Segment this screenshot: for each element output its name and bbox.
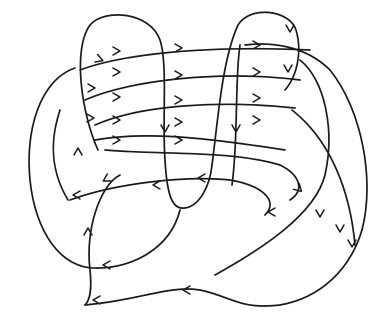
knot-strand-13 [95, 136, 285, 150]
knot-strand-10 [80, 49, 310, 70]
orientation-arrow-icon-29 [348, 240, 356, 247]
orientation-arrows [73, 25, 356, 304]
knot-strand-5 [85, 230, 362, 306]
orientation-arrow-icon-1 [87, 114, 94, 122]
knot-strand-11 [85, 76, 300, 100]
orientation-arrow-icon-15 [113, 93, 120, 101]
knot-strand-17 [232, 45, 240, 185]
knot-strand-6 [245, 44, 367, 230]
orientation-arrow-icon-13 [253, 116, 260, 124]
orientation-arrow-icon-8 [175, 118, 182, 126]
orientation-arrow-icon-12 [253, 94, 260, 102]
knot-strand-16 [53, 110, 68, 200]
orientation-arrow-icon-7 [175, 96, 182, 104]
orientation-arrow-icon-4 [113, 47, 120, 55]
orientation-arrow-icon-31 [93, 296, 100, 304]
orientation-arrow-icon-14 [113, 68, 120, 76]
knot-strand-7 [215, 60, 329, 275]
orientation-arrow-icon-21 [284, 65, 292, 72]
knot-strands [29, 12, 367, 306]
orientation-arrow-icon-34 [74, 148, 82, 155]
orientation-arrow-icon-20 [286, 25, 294, 32]
knot-strand-4 [98, 210, 180, 268]
orientation-arrow-icon-28 [336, 225, 344, 232]
orientation-arrow-icon-11 [253, 68, 260, 76]
knot-strand-12 [95, 104, 295, 125]
knot-strand-9 [85, 175, 120, 305]
orientation-arrow-icon-18 [161, 125, 169, 132]
orientation-arrow-icon-27 [316, 210, 324, 217]
orientation-arrow-icon-2 [88, 84, 95, 92]
orientation-arrow-icon-32 [183, 286, 190, 294]
